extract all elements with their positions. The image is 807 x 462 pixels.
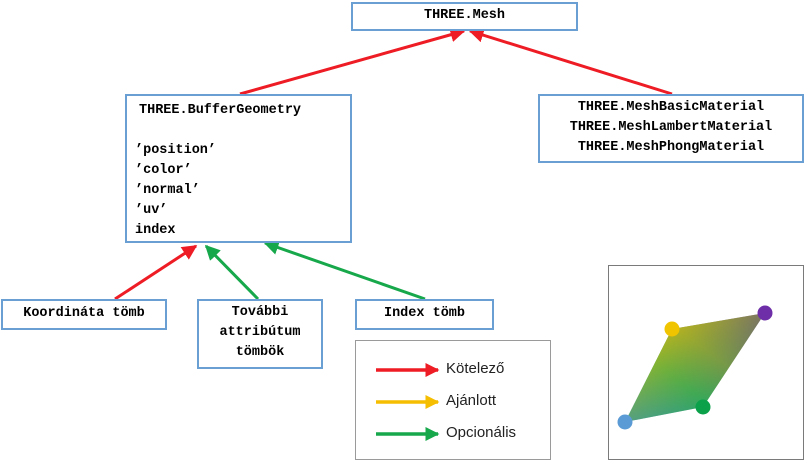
attribute-index: index <box>135 223 176 238</box>
vertex-green <box>695 399 711 415</box>
legend-optional-label: Opcionális <box>446 424 517 441</box>
mesh-label: THREE.Mesh <box>423 8 505 23</box>
buffer-geometry-node: THREE.BufferGeometry ’position’ ’color’ … <box>125 94 352 243</box>
arrow-geometry-to-mesh <box>239 27 466 96</box>
attribute-color: ’color’ <box>135 163 192 178</box>
extra-attributes-line-1: További <box>231 305 289 320</box>
extra-attributes-line-3: tömbök <box>235 345 285 360</box>
index-array-node: Index tömb <box>355 299 494 330</box>
vertex-color-illustration <box>608 265 804 460</box>
arrow-material-to-mesh <box>468 27 673 96</box>
colored-quad-figure <box>617 305 773 430</box>
coordinate-array-node: Koordináta tömb <box>1 299 167 330</box>
legend-recommended-label: Ajánlott <box>446 392 497 409</box>
arrow-index-to-geometry <box>263 240 426 301</box>
attribute-normal: ’normal’ <box>135 183 200 198</box>
legend: Kötelező Ajánlott Opcionális <box>355 340 551 460</box>
index-array-label: Index tömb <box>383 306 465 321</box>
coordinate-array-label: Koordináta tömb <box>23 306 145 321</box>
material-lambert: THREE.MeshLambertMaterial <box>569 120 773 135</box>
vertex-yellow <box>664 321 680 337</box>
material-basic: THREE.MeshBasicMaterial <box>577 100 765 115</box>
buffer-geometry-title: THREE.BufferGeometry <box>139 103 302 118</box>
legend-required-label: Kötelező <box>446 360 505 377</box>
extra-attributes-node: További attribútum tömbök <box>197 299 323 369</box>
legend-arrows <box>376 363 440 441</box>
vertex-purple <box>757 305 773 321</box>
material-phong: THREE.MeshPhongMaterial <box>577 140 765 155</box>
arrow-attrs-to-geometry <box>204 244 260 301</box>
attribute-uv: ’uv’ <box>135 203 168 218</box>
extra-attributes-line-2: attribútum <box>219 325 301 340</box>
arrow-coords-to-geometry <box>114 244 198 301</box>
mesh-node: THREE.Mesh <box>351 2 578 31</box>
vertex-blue <box>617 414 633 430</box>
attribute-position: ’position’ <box>135 143 217 158</box>
materials-node: THREE.MeshBasicMaterial THREE.MeshLamber… <box>538 94 804 163</box>
quad-overlay <box>625 313 765 422</box>
